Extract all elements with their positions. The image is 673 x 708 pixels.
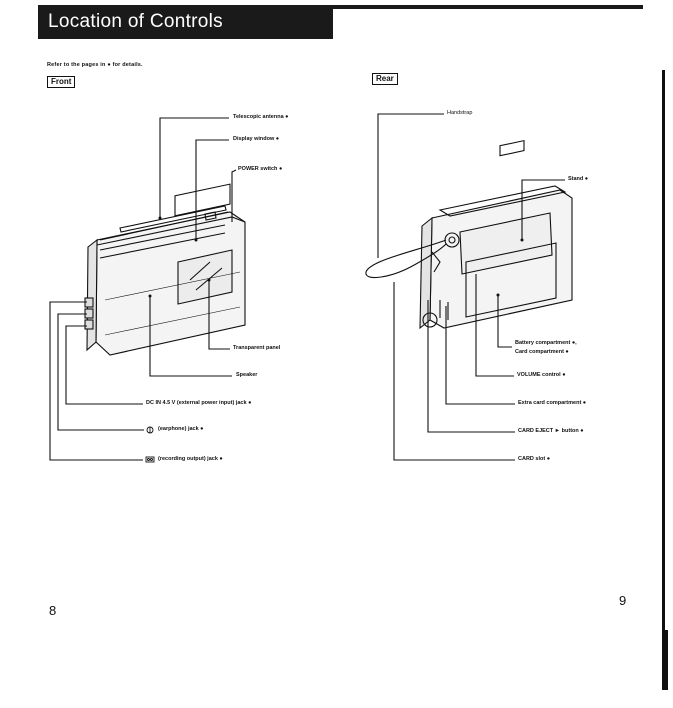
label-dc-in-jack: DC IN 4.5 V (external power input) jack … xyxy=(146,400,252,406)
label-card-compartment: Card compartment ● xyxy=(515,349,569,355)
label-power-switch: POWER switch ● xyxy=(238,166,283,172)
front-section-label: Front xyxy=(47,76,76,88)
page-title: Location of Controls xyxy=(38,5,333,39)
label-recording-output-jack: (recording output) jack ● xyxy=(158,456,223,462)
scan-edge-mark xyxy=(662,630,668,690)
label-battery-compartment: Battery compartment ●, xyxy=(515,340,577,346)
page-number-right: 9 xyxy=(619,593,627,608)
front-device-illustration xyxy=(84,183,246,356)
intro-text: Refer to the pages in ● for details. xyxy=(47,62,143,68)
label-speaker: Speaker xyxy=(236,372,258,378)
label-transparent-panel: Transparent panel xyxy=(233,345,281,351)
label-handstrap: Handstrap xyxy=(447,110,473,116)
label-display-window: Display window ● xyxy=(233,136,280,142)
label-volume-control: VOLUME control ● xyxy=(517,372,566,378)
page-number-left: 8 xyxy=(49,603,57,618)
earphone-icon xyxy=(146,426,154,434)
scan-edge-mark xyxy=(662,70,665,630)
label-card-slot: CARD slot ● xyxy=(518,456,551,462)
label-extra-card-compartment: Extra card compartment ● xyxy=(518,400,587,406)
label-telescopic-antenna: Telescopic antenna ● xyxy=(233,114,289,120)
recording-output-icon xyxy=(145,456,155,463)
rear-section-label: Rear xyxy=(372,73,398,85)
label-earphone-jack: (earphone) jack ● xyxy=(158,426,204,432)
rear-device-illustration xyxy=(365,139,573,330)
label-card-eject-button: CARD EJECT ► button ● xyxy=(518,428,584,434)
header-rule xyxy=(333,5,643,9)
label-stand: Stand ● xyxy=(568,176,589,182)
